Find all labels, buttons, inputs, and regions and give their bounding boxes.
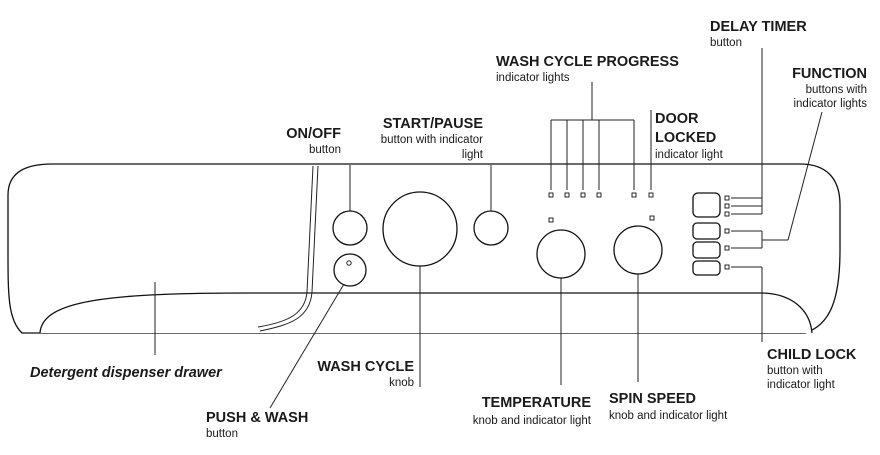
function-sub-2: indicator lights [793,98,867,110]
push-wash-title: PUSH & WASH [206,410,308,426]
push-wash-sub: button [206,428,238,440]
start-pause-button[interactable] [473,210,509,246]
door-locked-title-2: LOCKED [655,130,716,146]
delay-timer-light-1 [724,195,730,201]
temperature-knob[interactable] [536,229,586,279]
detergent-dispenser-drawer[interactable] [39,292,813,334]
on-off-sub: button [309,144,341,156]
push-wash-button[interactable] [333,253,367,287]
spin-speed-knob[interactable] [613,225,663,275]
delay-timer-sub: button [710,37,742,49]
function-light-2 [724,245,730,251]
door-locked-title-1: DOOR [655,111,699,127]
function-title: FUNCTION [792,66,867,82]
child-lock-sub-2: indicator light [767,379,836,391]
wash-progress-light-5 [631,192,637,198]
spin-speed-title: SPIN SPEED [609,391,696,407]
child-lock-title: CHILD LOCK [767,347,857,363]
delay-timer-light-3 [724,211,730,217]
temperature-indicator-light [548,217,554,223]
push-wash-indicator-light [346,260,352,266]
start-pause-sub-2: light [462,149,484,161]
temperature-title: TEMPERATURE [482,395,592,411]
wash-progress-light-4 [596,192,602,198]
temperature-sub: knob and indicator light [473,415,592,427]
wash-progress-light-1 [548,192,554,198]
function-button-2[interactable] [692,241,721,259]
start-pause-title: START/PAUSE [383,116,483,132]
door-locked-sub: indicator light [655,149,724,161]
spin-speed-indicator-light [649,215,655,221]
wash-progress-title: WASH CYCLE PROGRESS [496,54,679,70]
delay-timer-title: DELAY TIMER [710,19,807,35]
function-button-1[interactable] [692,222,721,240]
wash-progress-light-3 [580,192,586,198]
start-pause-sub-1: button with indicator [381,134,483,146]
on-off-title: ON/OFF [286,126,341,142]
wash-progress-light-2 [564,192,570,198]
door-locked-indicator-light [648,192,654,198]
child-lock-light [724,264,730,270]
leader-lines [154,48,823,409]
on-off-button[interactable] [332,210,368,246]
child-lock-sub-1: button with [767,365,823,377]
wash-progress-sub: indicator lights [496,72,570,84]
delay-timer-button[interactable] [692,192,721,218]
wash-cycle-sub: knob [389,377,414,389]
function-sub-1: buttons with [806,84,867,96]
delay-timer-light-2 [724,203,730,209]
function-light-1 [724,228,730,234]
wash-cycle-title: WASH CYCLE [317,359,414,375]
detergent-drawer-title: Detergent dispenser drawer [30,365,223,381]
spin-speed-sub: knob and indicator light [609,410,728,422]
wash-cycle-knob[interactable] [382,191,458,267]
child-lock-button[interactable] [692,260,721,276]
